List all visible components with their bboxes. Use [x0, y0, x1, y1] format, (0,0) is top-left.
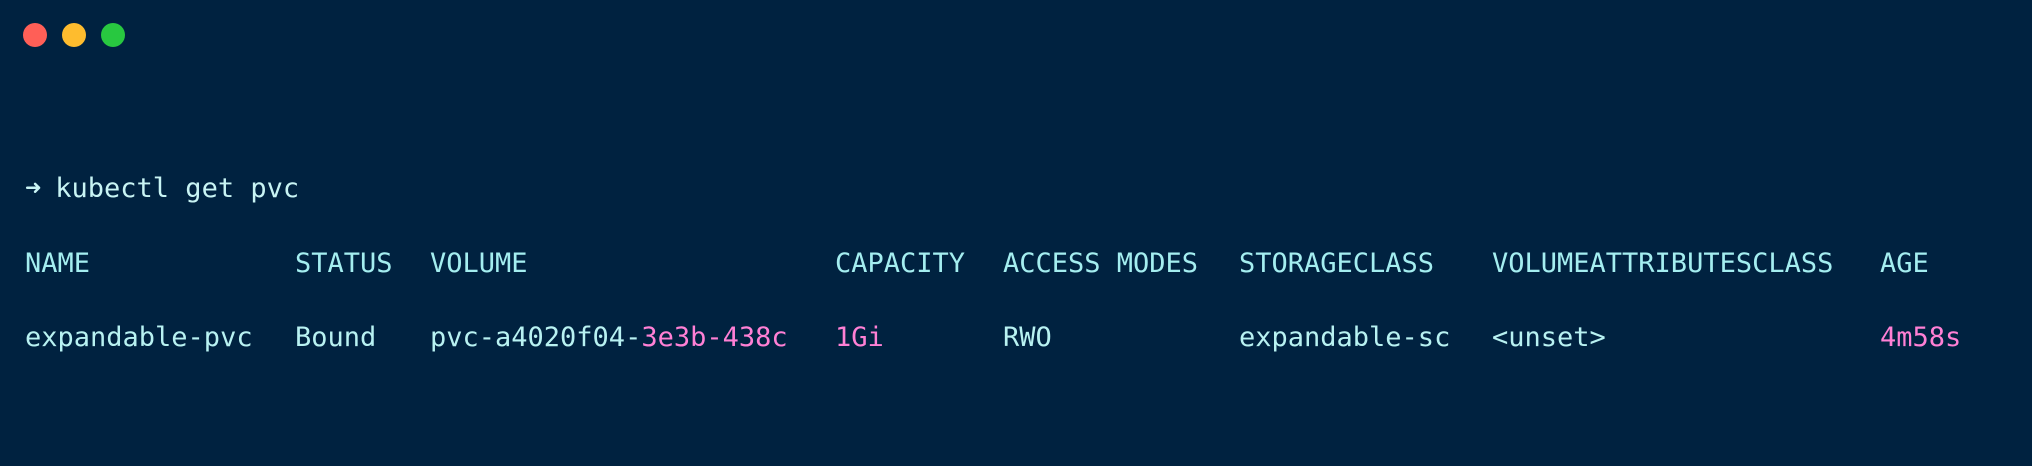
header-volumeattributesclass: VOLUMEATTRIBUTESCLASS: [1492, 248, 1834, 279]
header-storageclass: STORAGECLASS: [1239, 248, 1435, 279]
cell-status: Bound: [295, 322, 377, 353]
cell-access-modes: RWO: [1003, 322, 1052, 353]
minimize-icon[interactable]: [62, 23, 86, 47]
header-capacity: CAPACITY: [835, 248, 966, 279]
cell-age: 4m58s: [1880, 322, 1962, 353]
prompt-arrow-icon: ➜: [25, 173, 42, 204]
volume-prefix: pvc-a4020f04-: [430, 322, 642, 353]
table-row: expandable-pvc Bound pvc-a4020f04-3e3b-4…: [0, 324, 2032, 358]
header-age: AGE: [1880, 248, 1929, 279]
cell-capacity: 1Gi: [835, 322, 884, 353]
header-access-modes: ACCESS MODES: [1003, 248, 1199, 279]
volume-highlight-2: 438c: [722, 322, 788, 353]
cell-storageclass: expandable-sc: [1239, 322, 1451, 353]
header-volume: VOLUME: [430, 248, 528, 279]
header-name: NAME: [25, 248, 91, 279]
volume-highlight-1: 3e3b: [641, 322, 707, 353]
window-controls: [23, 23, 125, 47]
cell-volume: pvc-a4020f04-3e3b-438c: [430, 324, 788, 351]
volume-separator: -: [706, 322, 723, 353]
table-header: NAME STATUS VOLUME CAPACITY ACCESS MODES…: [0, 250, 2032, 284]
cell-volumeattributesclass: <unset>: [1492, 322, 1606, 353]
command-text: kubectl get pvc: [55, 173, 300, 204]
cell-name: expandable-pvc: [25, 322, 253, 353]
header-status: STATUS: [295, 248, 393, 279]
maximize-icon[interactable]: [101, 23, 125, 47]
command-line: ➜ kubectl get pvc: [25, 175, 299, 202]
close-icon[interactable]: [23, 23, 47, 47]
